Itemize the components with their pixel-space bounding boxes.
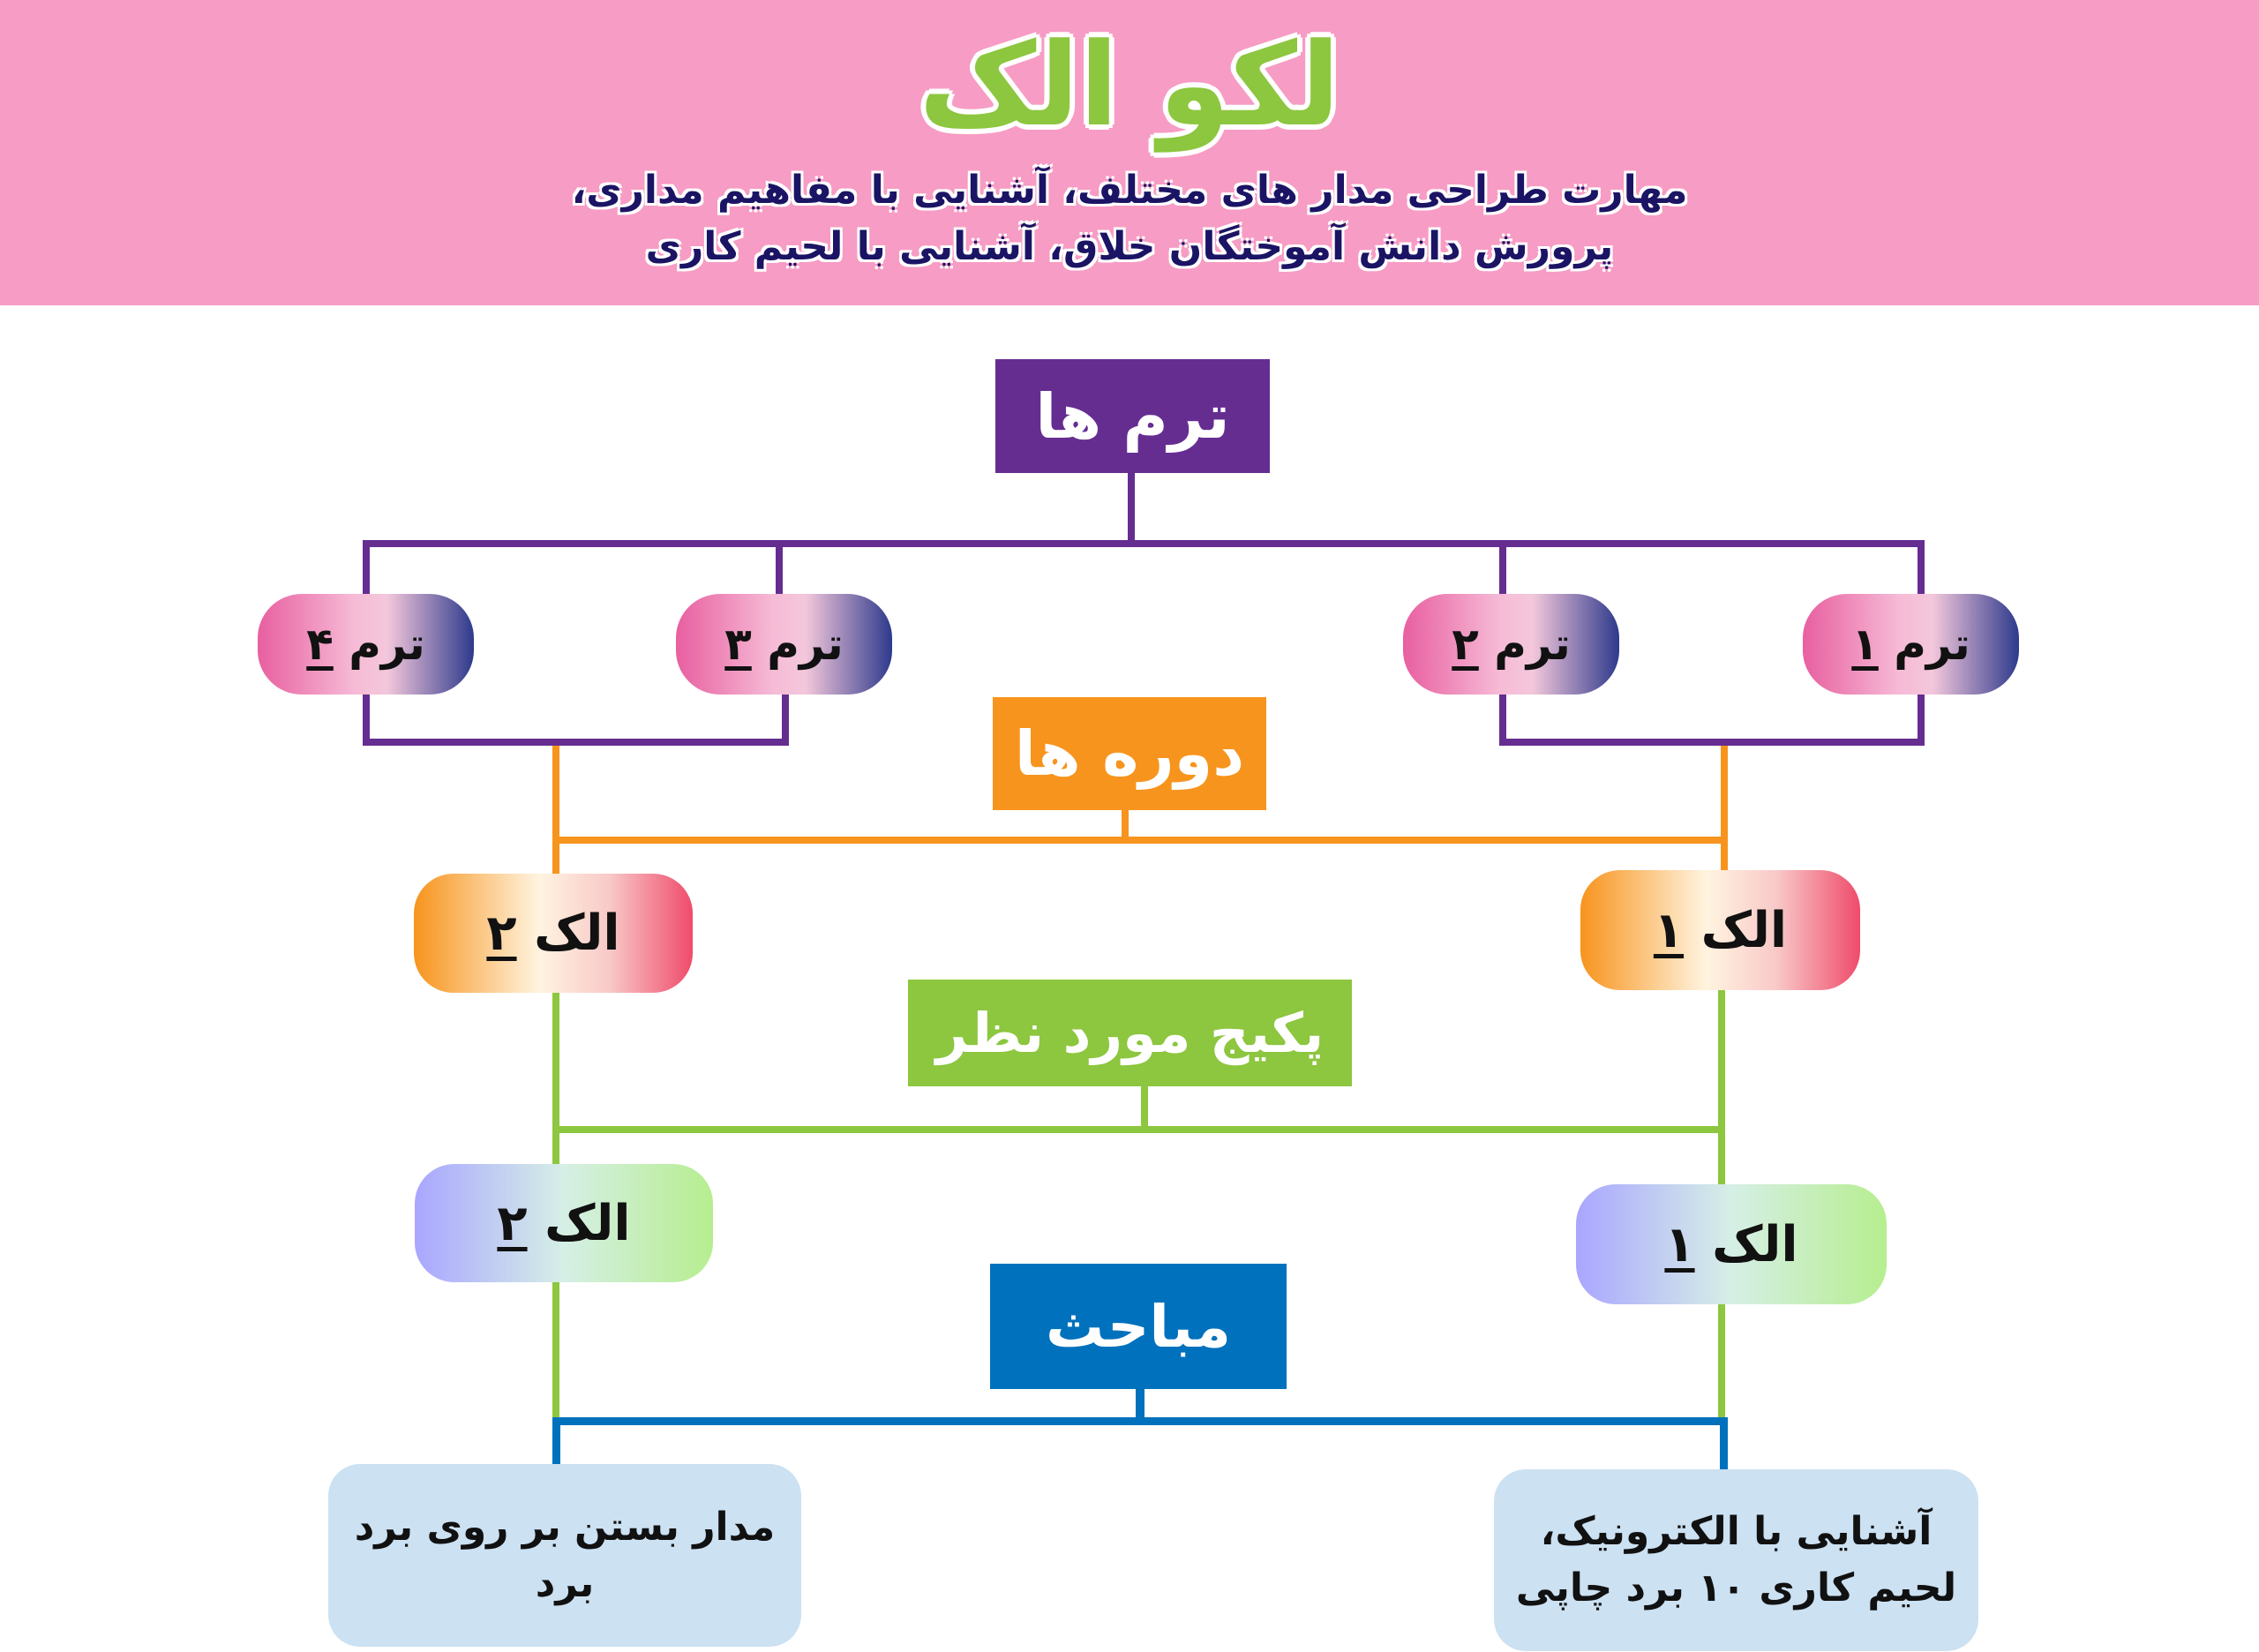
connector-line — [1499, 739, 1925, 746]
connector-line — [1918, 540, 1925, 597]
term-number: ۱ — [1851, 619, 1879, 670]
term-4-pill: ترم ۴ — [258, 594, 474, 695]
course-label: الک — [1700, 901, 1788, 959]
connector-line — [776, 540, 783, 597]
connector-line — [1499, 693, 1506, 746]
connector-line — [1136, 1389, 1145, 1424]
package-1-pill: الک ۱ — [1576, 1184, 1887, 1304]
topic-box-1: آشنایی با الکترونیک، لحیم کاری ۱۰ برد چاپ… — [1494, 1469, 1978, 1651]
package-number: ۱ — [1664, 1215, 1695, 1273]
package-label: الک — [544, 1194, 631, 1252]
term-2-pill: ترم ۲ — [1403, 594, 1619, 695]
term-number: ۳ — [724, 619, 752, 670]
term-number: ۲ — [1452, 619, 1479, 670]
term-label: ترم — [767, 619, 844, 670]
package-number: ۲ — [497, 1194, 528, 1252]
connector-line — [1122, 810, 1129, 844]
topic-line: برد — [535, 1560, 595, 1606]
course-label: الک — [534, 905, 620, 962]
package-2-pill: الک ۲ — [415, 1164, 713, 1282]
term-label: ترم — [1894, 619, 1970, 670]
subtitle-line-2: پرورش دانش آموختگان خلاق، آشنایی با لحیم… — [645, 224, 1614, 269]
topics-heading-box: مباحث — [990, 1264, 1287, 1389]
courses-heading-box: دوره ها — [993, 697, 1266, 810]
topic-line: آشنایی با الکترونیک، — [1540, 1509, 1933, 1554]
connector-line — [552, 1417, 560, 1467]
package-heading-box: پکیج مورد نظر — [908, 980, 1352, 1086]
topic-line: مدار بستن بر روی برد — [354, 1504, 776, 1550]
topic-box-2: مدار بستن بر روی برد برد — [328, 1464, 801, 1647]
connector-line — [1141, 1086, 1148, 1133]
term-label: ترم — [349, 619, 425, 670]
connector-line — [552, 1126, 1725, 1133]
package-label: الک — [1712, 1215, 1798, 1273]
connector-line — [1720, 1417, 1728, 1472]
connector-line — [363, 739, 789, 746]
course-number: ۲ — [486, 905, 517, 962]
header-banner — [0, 0, 2259, 305]
topic-line: لحیم کاری ۱۰ برد چاپی — [1515, 1566, 1957, 1611]
course-2-pill: الک ۲ — [414, 874, 693, 993]
terms-heading-box: ترم ها — [995, 359, 1270, 473]
connector-line — [363, 540, 1925, 547]
term-label: ترم — [1494, 619, 1571, 670]
subtitle-line-1: مهارت طراحی مدار های مختلف، آشنایی با مف… — [571, 168, 1688, 213]
connector-line — [363, 693, 370, 746]
connector-line — [552, 1417, 1728, 1425]
connector-line — [1721, 746, 1728, 874]
term-number: ۴ — [306, 619, 334, 670]
connector-line — [1499, 540, 1506, 597]
course-number: ۱ — [1653, 901, 1685, 959]
connector-line — [782, 693, 789, 746]
brand-title: لکو الک — [919, 18, 1340, 152]
course-1-pill: الک ۱ — [1580, 870, 1860, 990]
connector-line — [552, 837, 1728, 844]
connector-line — [1128, 473, 1135, 547]
connector-line — [363, 540, 370, 597]
term-3-pill: ترم ۳ — [676, 594, 892, 695]
connector-line — [552, 746, 559, 874]
term-1-pill: ترم ۱ — [1803, 594, 2019, 695]
connector-line — [1918, 693, 1925, 746]
